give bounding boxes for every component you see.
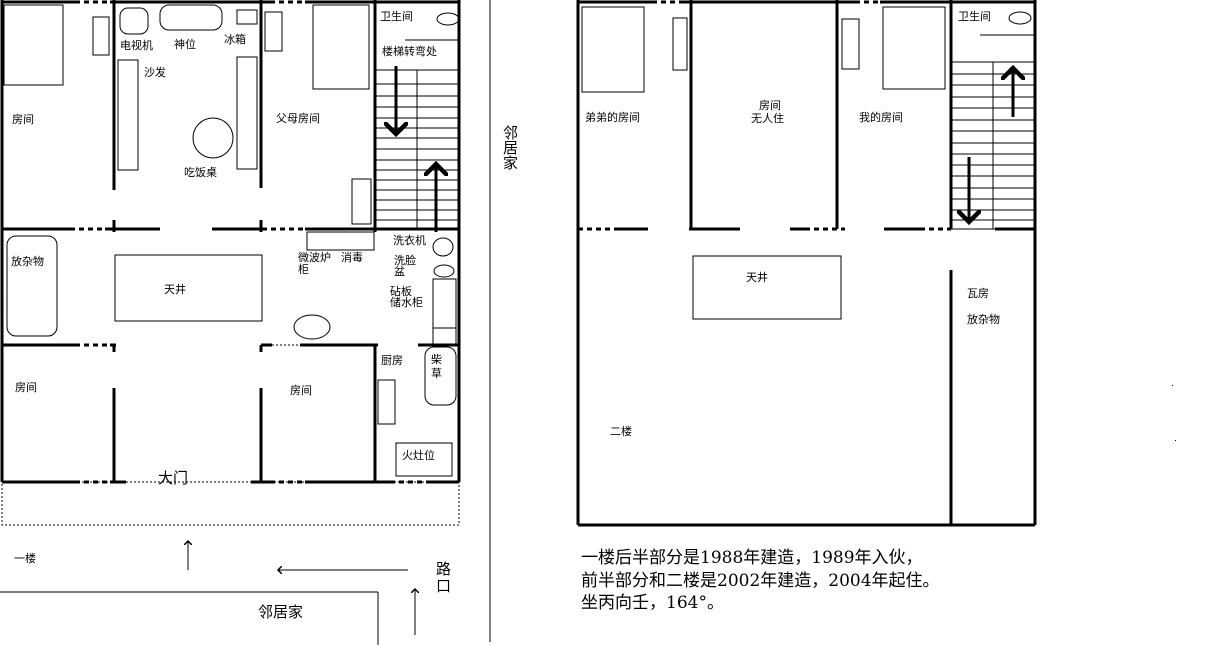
- toilet: [1008, 11, 1032, 25]
- fridge-label: 冰箱: [224, 32, 246, 46]
- road-label: 路: [436, 560, 451, 578]
- sofa-label: 沙发: [144, 65, 166, 79]
- room-label: 房间: [12, 113, 34, 126]
- floor-2-plan: 弟弟的房间 房间 无人住 我的房间 卫生间 天井 瓦房 放杂物 二楼: [576, 0, 1037, 527]
- empty-room-label: 房间: [759, 99, 781, 112]
- road-label-2: 口: [436, 577, 451, 595]
- washer-label: 洗衣机: [393, 233, 426, 247]
- note-line: 一楼后半部分是1988年建造，1989年入伙，: [581, 548, 923, 568]
- basin-label-2: 盆: [394, 264, 405, 278]
- courtyard-label: 天井: [164, 282, 186, 296]
- fridge: [236, 9, 258, 25]
- sofa: [117, 59, 139, 171]
- firewood-storage: [424, 346, 457, 406]
- build-notes: 一楼后半部分是1988年建造，1989年入伙， 前半部分和二楼是2002年建造，…: [581, 548, 940, 613]
- toilet: [436, 12, 460, 26]
- microwave-label: 微波炉: [298, 250, 331, 264]
- neighbor-label-side-vertical: 邻居家: [501, 125, 519, 170]
- dining-table: [192, 117, 234, 159]
- wardrobe: [672, 17, 688, 71]
- wardrobe: [92, 16, 110, 56]
- stair-turn-label: 楼梯转弯处: [382, 44, 437, 58]
- room-label: 房间: [290, 384, 312, 397]
- main-door-label: 大门: [158, 469, 188, 487]
- firewood-label: 柴: [431, 352, 442, 366]
- my-room-label: 我的房间: [859, 110, 903, 124]
- courtyard: [692, 255, 842, 320]
- dining-table-label: 吃饭桌: [184, 166, 217, 179]
- bathroom-label: 卫生间: [380, 9, 413, 23]
- sterilizer-label-2: 柜: [298, 263, 309, 276]
- tv-label: 电视机: [120, 38, 153, 52]
- floor-1-plan: 房间 电视机 神位 冰箱 沙发 吃饭桌 父母房间 卫生间 楼梯转弯处 放杂物 天…: [0, 0, 461, 565]
- note-line: 前半部分和二楼是2002年建造，2004年起住。: [581, 571, 940, 591]
- shrine-label: 神位: [174, 37, 196, 51]
- water-jar: [293, 314, 331, 340]
- cabinet: [351, 178, 372, 225]
- firewood-label-2: 草: [431, 367, 442, 380]
- microwave: [306, 231, 375, 251]
- empty-room-label-2: 无人住: [751, 111, 784, 125]
- bed: [581, 6, 645, 93]
- note-line: 坐丙向壬，164°。: [581, 593, 724, 613]
- surroundings: 邻居家 路 口 邻居家: [0, 0, 1176, 645]
- wash-basin: [433, 264, 455, 278]
- courtyard: [114, 254, 263, 322]
- storage-label: 放杂物: [967, 312, 1000, 326]
- parents-room-label: 父母房间: [276, 112, 320, 125]
- brother-room-label: 弟弟的房间: [585, 110, 640, 124]
- shrine: [159, 4, 223, 31]
- floor-2-title: 二楼: [610, 424, 632, 438]
- cutting-board-label: 砧板: [390, 284, 412, 298]
- counter: [377, 379, 396, 425]
- storage-box: [6, 235, 58, 337]
- bathroom-label: 卫生间: [958, 9, 991, 23]
- stairs-floor-1: [375, 39, 459, 232]
- wardrobe: [264, 11, 283, 52]
- water-cabinet: [432, 278, 457, 345]
- stove: [395, 442, 453, 477]
- sterilizer-label: 消毒: [341, 250, 363, 264]
- basin-label: 洗脸: [394, 253, 416, 267]
- floor-1-title: 一楼: [14, 551, 36, 565]
- washing-machine: [432, 237, 454, 257]
- bed: [882, 6, 946, 90]
- sofa-right: [236, 56, 258, 170]
- neighbor-label-bottom: 邻居家: [258, 603, 303, 621]
- courtyard-label: 天井: [746, 270, 768, 284]
- room-label: 房间: [15, 381, 37, 394]
- tv: [119, 7, 149, 35]
- bed: [312, 4, 370, 90]
- tile-house-label: 瓦房: [967, 287, 989, 300]
- storage-label: 放杂物: [11, 254, 44, 268]
- bed: [3, 4, 64, 86]
- kitchen-label: 厨房: [381, 354, 403, 367]
- water-cabinet-label: 储水柜: [390, 295, 423, 309]
- stove-label: 火灶位: [402, 448, 435, 462]
- wardrobe: [841, 18, 860, 70]
- stairs-floor-2: [951, 34, 1035, 229]
